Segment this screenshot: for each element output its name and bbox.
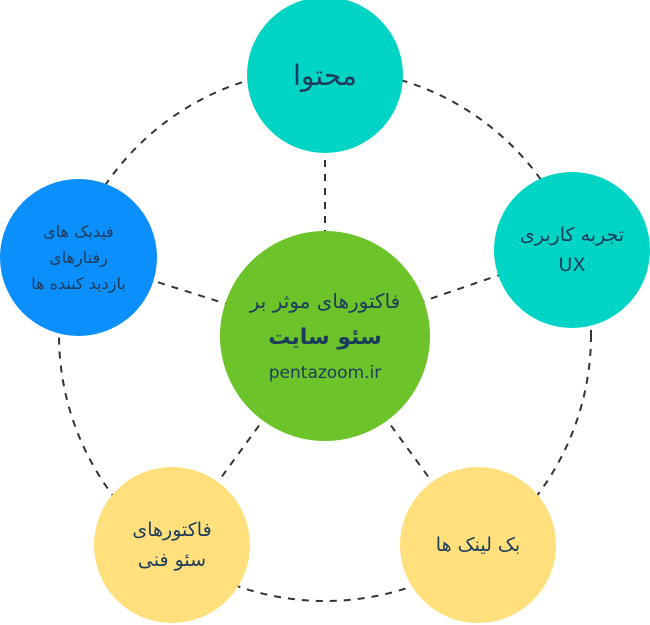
node-content-label: محتوا [293, 58, 357, 92]
node-ux-line2: UX [558, 254, 586, 276]
node-technical-line2: سئو فنی [137, 549, 207, 571]
center-title-line1: فاکتورهای موثر بر [249, 289, 401, 313]
center-site-url: pentazoom.ir [268, 363, 382, 383]
node-ux-line1: تجربه کاربری [519, 224, 625, 246]
node-technical-seo: فاکتورهای سئو فنی [94, 467, 250, 623]
node-content: محتوا [247, 0, 403, 153]
node-backlinks-label: بک لینک ها [435, 534, 521, 556]
node-backlinks: بک لینک ها [400, 467, 556, 623]
node-feedback-line2: رفتارهای [49, 247, 108, 267]
node-technical-line1: فاکتورهای [132, 519, 212, 541]
center-title-line2: سئو سایت [268, 325, 382, 350]
center-node: فاکتورهای موثر بر سئو سایت pentazoom.ir [220, 231, 430, 441]
node-ux: تجربه کاربری UX [494, 172, 650, 328]
node-feedback-line3: بازدید کننده ها [31, 273, 126, 293]
node-feedback: فیدبک های رفتارهای بازدید کننده ها [0, 179, 157, 336]
node-feedback-line1: فیدبک های [43, 221, 114, 241]
